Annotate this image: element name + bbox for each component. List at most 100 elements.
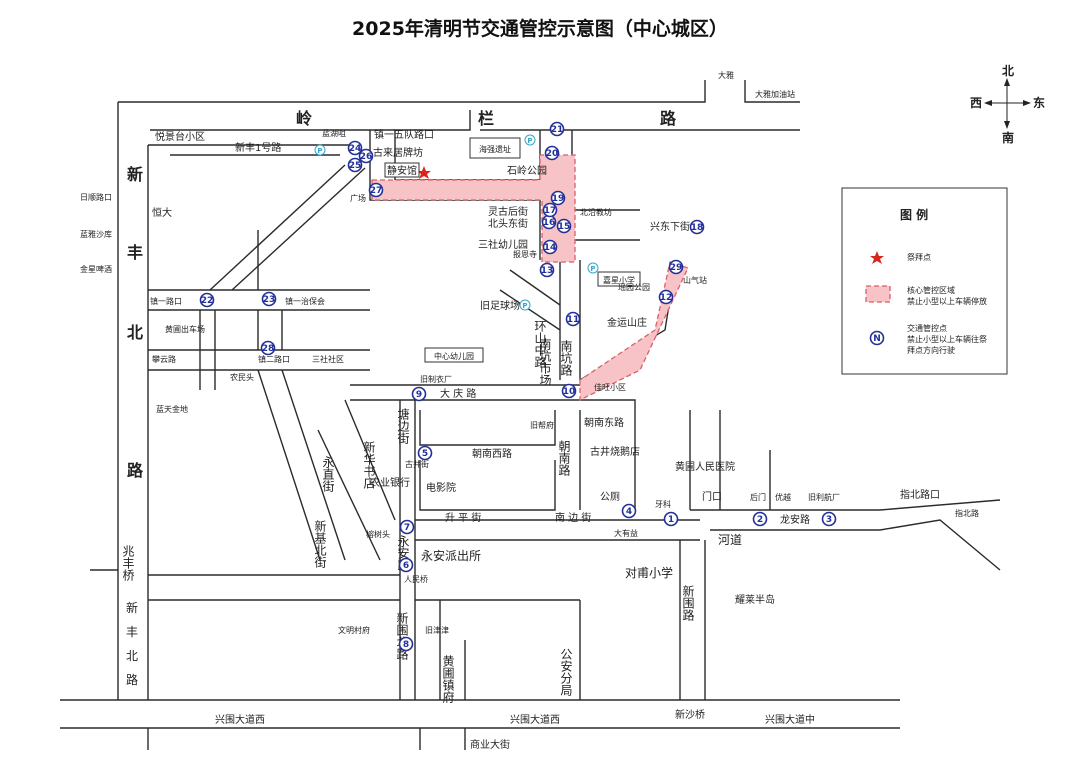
road-label-nanbian: 南 边 街: [555, 511, 591, 524]
place-label-beiyan: 北沿教坊: [580, 207, 612, 217]
road-edge: [231, 167, 366, 291]
road-labels: 岭 栏 路 新 丰 北 路 新 丰 北 路 新丰1号路 镇一五队路口 古来居牌坊…: [126, 109, 940, 751]
svg-text:13: 13: [541, 266, 554, 276]
svg-text:P: P: [590, 265, 595, 273]
parking-icon: P: [587, 262, 599, 274]
road-label-daqing: 大 庆 路: [440, 387, 476, 400]
place-label-sanshe-kindergarten: 三社幼儿园: [478, 238, 528, 251]
compass-west-arrow-icon: [984, 100, 992, 106]
checkpoint-8: 8: [398, 636, 414, 652]
road-label-yongzhi: 永直街: [321, 456, 335, 492]
place-label-sanshe-area: 三社社区: [312, 354, 344, 364]
road-edge: [744, 80, 800, 103]
place-label-rongshu: 榕树头: [366, 529, 390, 539]
svg-text:28: 28: [262, 344, 275, 354]
road-edge: [509, 269, 561, 306]
svg-text:5: 5: [422, 449, 428, 459]
place-label-panyun: 攀云路: [152, 354, 176, 364]
road-label-xinfeng1: 新丰1号路: [235, 141, 281, 154]
road-label-nankeng: 南坑路: [559, 339, 573, 377]
parking-icon: P: [524, 134, 536, 146]
place-label-yaoyuan-park: 瑶园公园: [618, 282, 650, 292]
place-label-jiuzhi: 旧制衣厂: [420, 374, 452, 384]
compass-north-label: 北: [1002, 63, 1014, 78]
place-label-back-gate: 后门: [750, 492, 766, 502]
road-label-tangbian: 塘边街: [396, 407, 410, 444]
place-label-agri-bank: 农业银行: [370, 476, 410, 489]
place-label-hengda: 恒大: [152, 206, 172, 219]
road-label-xinfeng-north: 丰: [127, 243, 143, 262]
place-label-youyue: 优越: [775, 492, 791, 502]
place-label-lanxi: 蓝天金地: [156, 404, 188, 414]
svg-text:15: 15: [558, 222, 571, 232]
place-label-jiujin: 旧津津: [425, 625, 449, 635]
road-label-xinfeng-north-2: 丰: [126, 625, 138, 639]
compass-east-label: 东: [1033, 95, 1045, 110]
road-edge: [879, 499, 1001, 511]
road-label-zhenyi-wudui: 镇一五队路口: [374, 128, 434, 141]
checkpoint-22: 22: [199, 292, 215, 308]
compass: 北 南 东 西: [970, 63, 1045, 145]
checkpoints: 1 2 3 4 5 6 7 8 9 10 11 12 13 14 15 16 1…: [199, 121, 837, 652]
place-label-xinhua: 新华书店: [362, 440, 376, 489]
road-label-shengping: 升 平 街: [445, 511, 481, 524]
checkpoint-24: 24: [347, 140, 363, 156]
parking-icon: P: [314, 144, 326, 156]
parking-icons: P P P P: [314, 134, 599, 311]
svg-text:29: 29: [670, 263, 683, 273]
place-label-duipu-school: 对甫小学: [625, 565, 673, 580]
svg-text:14: 14: [544, 243, 557, 253]
compass-east-arrow-icon: [1023, 100, 1031, 106]
svg-text:25: 25: [349, 161, 362, 171]
place-box-jiaxing: 嘉星小学: [597, 271, 641, 287]
place-label-jiuzu: 旧足球场: [480, 299, 520, 312]
svg-text:1: 1: [668, 515, 674, 525]
legend-checkpoint-label: 拜点方向行驶: [907, 345, 955, 355]
svg-text:9: 9: [416, 390, 422, 400]
svg-text:4: 4: [626, 507, 632, 517]
place-label-gate: 门口: [702, 490, 722, 503]
road-label-lingshan: 栏: [478, 109, 494, 128]
place-label-yaofei: 耀莱半岛: [735, 593, 775, 606]
road-label-xinwei: 新围路: [681, 584, 695, 622]
road-label-xinwei-north: 新围北路: [395, 611, 409, 661]
place-label: 静安馆: [387, 164, 417, 177]
place-label-cinema: 电影院: [426, 481, 456, 494]
svg-text:11: 11: [567, 315, 580, 325]
place-label-wenming: 文明村府: [338, 625, 370, 635]
road-label-zhibei-road: 指北路: [955, 508, 979, 518]
place-label-yuejing: 悦景台小区: [155, 130, 205, 143]
checkpoint-4: 4: [621, 503, 637, 519]
road-label-hedao: 河道: [718, 533, 742, 547]
svg-text:P: P: [527, 137, 532, 145]
place-label-dayou: 大有益: [614, 528, 638, 538]
legend-zone-label: 禁止小型以上车辆停放: [907, 296, 987, 306]
checkpoint-10: 10: [561, 383, 577, 399]
svg-text:16: 16: [543, 218, 556, 228]
road-edge: [419, 410, 556, 446]
checkpoint-25: 25: [347, 157, 363, 173]
place-box-haiqiang: 海强遗址: [469, 137, 521, 159]
place-label-renmin-bridge: 人民桥: [404, 574, 428, 584]
road-label-xinji-north: 新基北街: [313, 519, 327, 568]
checkpoint-12: 12: [658, 289, 674, 305]
road-label-beidou: 北头东街: [488, 217, 528, 230]
checkpoint-16: 16: [541, 214, 557, 230]
place-label-daya-gas: 大雅加油站: [755, 89, 795, 99]
place-label-rixin: 日顺路口: [80, 192, 112, 202]
road-network: [60, 80, 1001, 750]
checkpoint-27: 27: [368, 182, 384, 198]
checkpoint-6: 6: [398, 557, 414, 573]
legend-zone-swatch: [865, 285, 891, 303]
core-zone-jinyun-road: [579, 261, 689, 402]
svg-text:2: 2: [757, 515, 763, 525]
place-label-police: 永安派出所: [421, 548, 481, 563]
place-label-lanya: 蓝雅沙库: [80, 229, 112, 239]
checkpoint-5: 5: [417, 445, 433, 461]
road-edge: [344, 399, 396, 521]
place-label-huangwei-gov: 黄圃镇府: [441, 655, 455, 703]
road-edge: [499, 289, 561, 331]
place-label-jinyun: 金运山庄: [607, 316, 647, 329]
checkpoint-19: 19: [550, 190, 566, 206]
